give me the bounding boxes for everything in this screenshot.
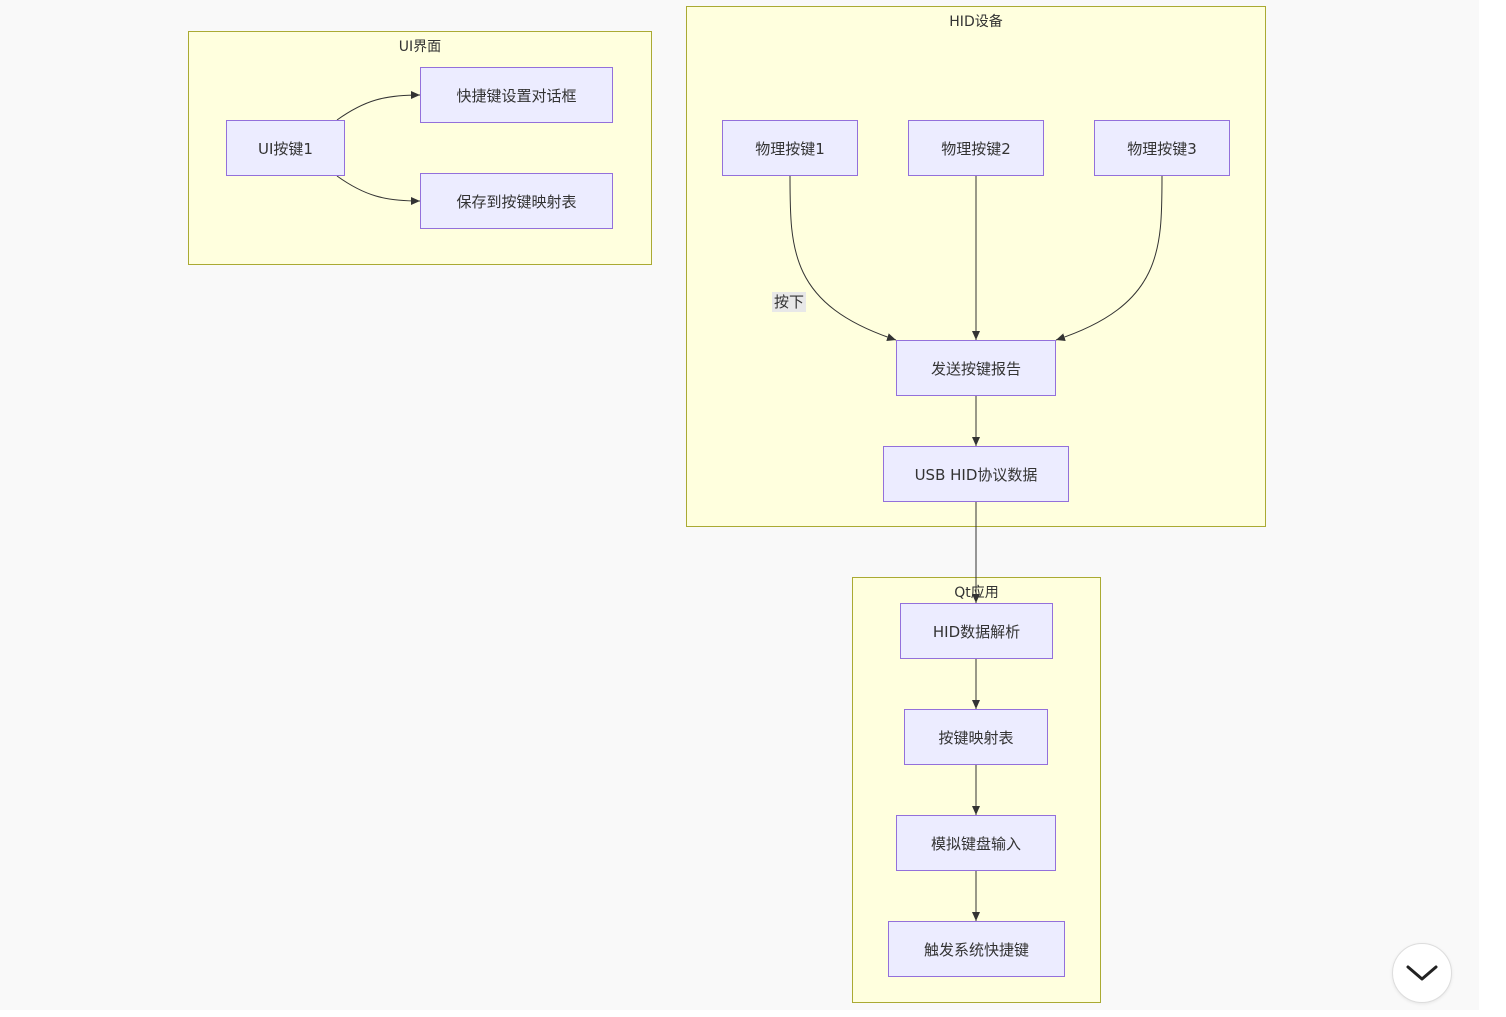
node-ui-key1[interactable]: UI按键1 xyxy=(226,120,345,176)
cluster-qt-app-title: Qt应用 xyxy=(954,585,999,601)
node-physical-key2[interactable]: 物理按键2 xyxy=(908,120,1044,176)
node-usb-hid-data[interactable]: USB HID协议数据 xyxy=(883,446,1069,502)
page-edge-bottom xyxy=(0,1010,1506,1017)
node-shortcut-dialog[interactable]: 快捷键设置对话框 xyxy=(420,67,613,123)
node-save-mapping[interactable]: 保存到按键映射表 xyxy=(420,173,613,229)
cluster-ui-title: UI界面 xyxy=(398,39,442,55)
node-key-mapping-table[interactable]: 按键映射表 xyxy=(904,709,1048,765)
node-simulate-keyboard-input[interactable]: 模拟键盘输入 xyxy=(896,815,1056,871)
node-physical-key1[interactable]: 物理按键1 xyxy=(722,120,858,176)
node-hid-data-parse[interactable]: HID数据解析 xyxy=(900,603,1053,659)
cluster-hid-device-title: HID设备 xyxy=(949,14,1003,30)
node-send-key-report[interactable]: 发送按键报告 xyxy=(896,340,1056,396)
node-trigger-system-shortcut[interactable]: 触发系统快捷键 xyxy=(888,921,1065,977)
collapse-toggle-button[interactable] xyxy=(1392,943,1452,1003)
page-edge-right xyxy=(1479,0,1506,1017)
node-physical-key3[interactable]: 物理按键3 xyxy=(1094,120,1230,176)
edge-label-press: 按下 xyxy=(772,292,807,312)
chevron-down-icon xyxy=(1406,965,1438,981)
